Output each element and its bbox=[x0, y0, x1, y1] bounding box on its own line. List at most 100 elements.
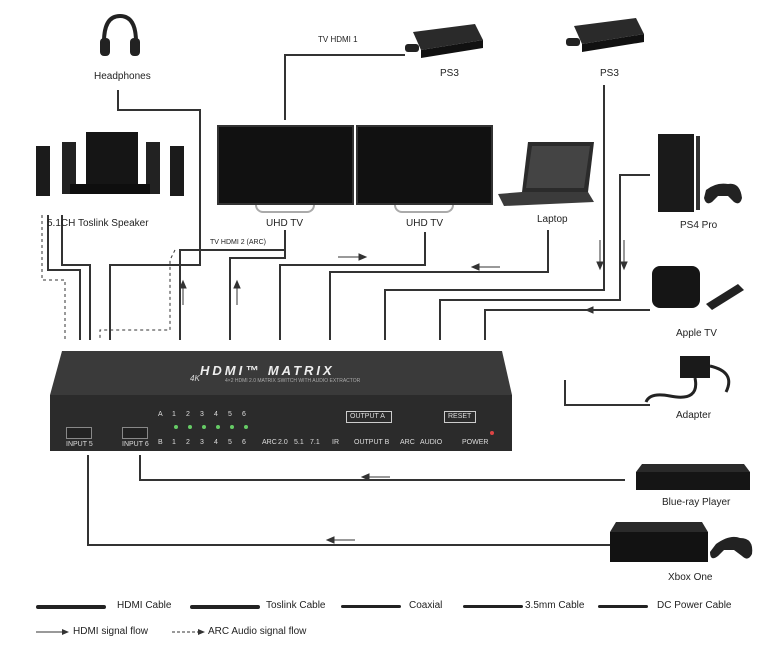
row-b-4: 4 bbox=[214, 439, 218, 446]
legend-hdmi-flow: HDMI signal flow bbox=[73, 626, 149, 637]
switch-spec: 4×2 HDMI 2.0 MATRIX SWITCH WITH AUDIO EX… bbox=[225, 378, 361, 384]
uhd-tv-2-stand bbox=[394, 205, 454, 213]
row-a-1: 1 bbox=[172, 411, 176, 418]
xbox-label: Xbox One bbox=[668, 572, 713, 583]
tv-arc-cable bbox=[179, 230, 286, 340]
arc-flow-arrow-icon bbox=[172, 629, 205, 635]
uhd-tv-1-stand bbox=[255, 205, 315, 213]
led-a-6 bbox=[244, 425, 248, 429]
led-a-5 bbox=[230, 425, 234, 429]
row-b-5: 5 bbox=[228, 439, 232, 446]
input5-port bbox=[66, 427, 92, 439]
headphones-icon bbox=[98, 12, 142, 60]
speaker-system-icon bbox=[34, 130, 194, 200]
ir-label: IR bbox=[332, 439, 339, 446]
laptop-icon bbox=[498, 140, 598, 210]
legend-toslink-cable: Toslink Cable bbox=[266, 600, 326, 611]
power-label: POWER bbox=[462, 439, 489, 446]
led-a-2 bbox=[188, 425, 192, 429]
arc-dashed-2 bbox=[99, 249, 176, 340]
arc-label: ARC bbox=[400, 439, 415, 446]
hdmi-cable-icon bbox=[36, 605, 106, 609]
appletv-cable bbox=[484, 309, 650, 340]
output-b-label: OUTPUT B bbox=[354, 439, 390, 446]
input6-label: INPUT 6 bbox=[122, 441, 149, 448]
xbox-cable bbox=[87, 455, 610, 546]
uhd-tv-2-icon bbox=[356, 125, 493, 205]
uhd1-cable bbox=[229, 232, 286, 340]
ps3-cable bbox=[384, 85, 605, 340]
ps4-cable bbox=[439, 174, 650, 340]
adapter-label: Adapter bbox=[676, 410, 712, 421]
reset-label: RESET bbox=[448, 413, 472, 420]
led-a-1 bbox=[174, 425, 178, 429]
apple-tv-label: Apple TV bbox=[676, 328, 717, 339]
ps3-right-icon bbox=[566, 16, 646, 56]
switch-title: HDMI™ MATRIX bbox=[200, 363, 335, 378]
adapter-icon bbox=[640, 352, 740, 406]
ps4-icon bbox=[658, 134, 744, 214]
ps4-label: PS4 Pro bbox=[680, 220, 718, 231]
tv-hdmi-2-label: TV HDMI 2 (ARC) bbox=[210, 239, 266, 246]
row-b-label: B bbox=[158, 439, 163, 446]
uhd-tv-2-label: UHD TV bbox=[406, 218, 444, 229]
led-a-4 bbox=[216, 425, 220, 429]
toslink-cable-icon bbox=[190, 605, 260, 609]
power-led bbox=[490, 431, 494, 435]
row-a-6: 6 bbox=[242, 411, 246, 418]
laptop-cable bbox=[329, 230, 549, 340]
arc-dashed-1 bbox=[41, 215, 66, 340]
adapter-cable bbox=[564, 380, 650, 406]
uhd-tv-1-icon bbox=[217, 125, 354, 205]
mm-cable-icon bbox=[463, 605, 523, 608]
legend-hdmi-cable: HDMI Cable bbox=[117, 600, 172, 611]
tv1-cable bbox=[284, 54, 405, 120]
row-a-4: 4 bbox=[214, 411, 218, 418]
row-a-5: 5 bbox=[228, 411, 232, 418]
apple-tv-icon bbox=[650, 262, 746, 318]
ps3-right-label: PS3 bbox=[600, 68, 619, 79]
dc-cable-icon bbox=[598, 605, 648, 608]
row-b-1: 1 bbox=[172, 439, 176, 446]
row-b-3: 3 bbox=[200, 439, 204, 446]
uhd-tv-1-label: UHD TV bbox=[266, 218, 304, 229]
bluray-cable bbox=[139, 455, 625, 481]
audio-label: AUDIO bbox=[420, 439, 443, 446]
headphones-cable bbox=[109, 90, 201, 340]
input6-port bbox=[122, 427, 148, 439]
headphones-label: Headphones bbox=[94, 71, 151, 82]
tv-hdmi-1-label: TV HDMI 1 bbox=[318, 35, 358, 44]
ps3-left-label: PS3 bbox=[440, 68, 459, 79]
speaker-cable-2 bbox=[61, 215, 91, 340]
mode-2-0: 2.0 bbox=[278, 439, 288, 446]
speaker-label: 5.1CH Toslink Speaker bbox=[47, 218, 149, 229]
row-a-2: 2 bbox=[186, 411, 190, 418]
ps3-left-icon bbox=[405, 22, 485, 62]
led-a-3 bbox=[202, 425, 206, 429]
row-a-3: 3 bbox=[200, 411, 204, 418]
legend-arc-flow: ARC Audio signal flow bbox=[208, 626, 307, 637]
mode-7-1: 7.1 bbox=[310, 439, 320, 446]
coaxial-icon bbox=[341, 605, 401, 608]
reset-button[interactable]: RESET bbox=[444, 411, 476, 423]
mode-arc: ARC bbox=[262, 439, 277, 446]
bluray-icon bbox=[632, 462, 750, 492]
switch-4k: 4K bbox=[190, 374, 200, 383]
uhd2-cable bbox=[279, 232, 426, 340]
output-a-button[interactable]: OUTPUT A bbox=[346, 411, 392, 423]
mode-5-1: 5.1 bbox=[294, 439, 304, 446]
output-a-label: OUTPUT A bbox=[350, 413, 385, 420]
speaker-cable-1 bbox=[47, 215, 81, 340]
legend-dc-cable: DC Power Cable bbox=[657, 600, 732, 611]
row-a-label: A bbox=[158, 411, 163, 418]
legend-mm-cable: 3.5mm Cable bbox=[525, 600, 585, 611]
row-b-6: 6 bbox=[242, 439, 246, 446]
row-b-2: 2 bbox=[186, 439, 190, 446]
bluray-label: Blue-ray Player bbox=[662, 497, 731, 508]
legend-coaxial: Coaxial bbox=[409, 600, 443, 611]
xbox-icon bbox=[606, 520, 754, 566]
input5-label: INPUT 5 bbox=[66, 441, 93, 448]
legend: HDMI Cable Toslink Cable Coaxial 3.5mm C… bbox=[0, 596, 767, 646]
